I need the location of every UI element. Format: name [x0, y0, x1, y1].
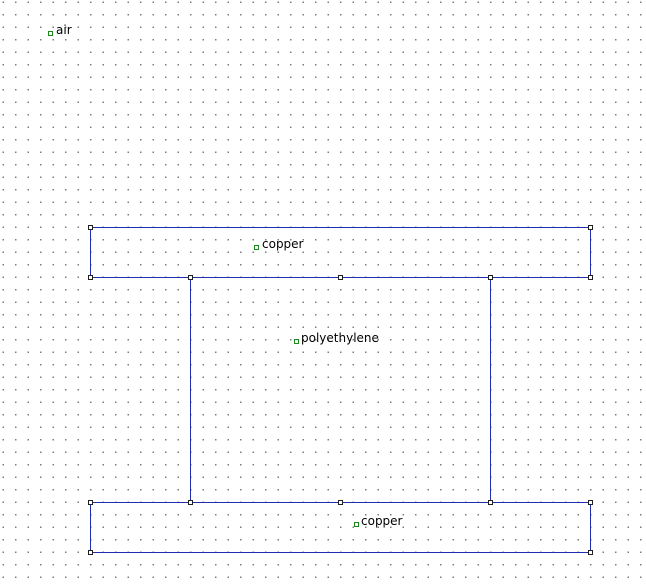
node[interactable]	[88, 225, 93, 230]
block-label-marker-copper-top[interactable]	[254, 245, 259, 250]
block-label-marker-air[interactable]	[48, 31, 53, 36]
node[interactable]	[188, 275, 193, 280]
copper-top-outline[interactable]	[90, 227, 591, 278]
node[interactable]	[588, 500, 593, 505]
node[interactable]	[488, 275, 493, 280]
node[interactable]	[338, 500, 343, 505]
node[interactable]	[488, 500, 493, 505]
node[interactable]	[88, 500, 93, 505]
node[interactable]	[588, 275, 593, 280]
block-label-copper-bottom[interactable]: copper	[361, 514, 403, 528]
node[interactable]	[188, 500, 193, 505]
node[interactable]	[588, 225, 593, 230]
node[interactable]	[338, 275, 343, 280]
copper-bottom-outline[interactable]	[90, 502, 591, 553]
node[interactable]	[588, 550, 593, 555]
node[interactable]	[88, 550, 93, 555]
block-label-copper-top[interactable]: copper	[262, 237, 304, 251]
block-label-polyethylene[interactable]: polyethylene	[301, 331, 379, 345]
block-label-marker-copper-bottom[interactable]	[354, 522, 359, 527]
block-label-marker-polyethylene[interactable]	[294, 339, 299, 344]
block-label-air[interactable]: air	[56, 23, 72, 37]
node[interactable]	[88, 275, 93, 280]
